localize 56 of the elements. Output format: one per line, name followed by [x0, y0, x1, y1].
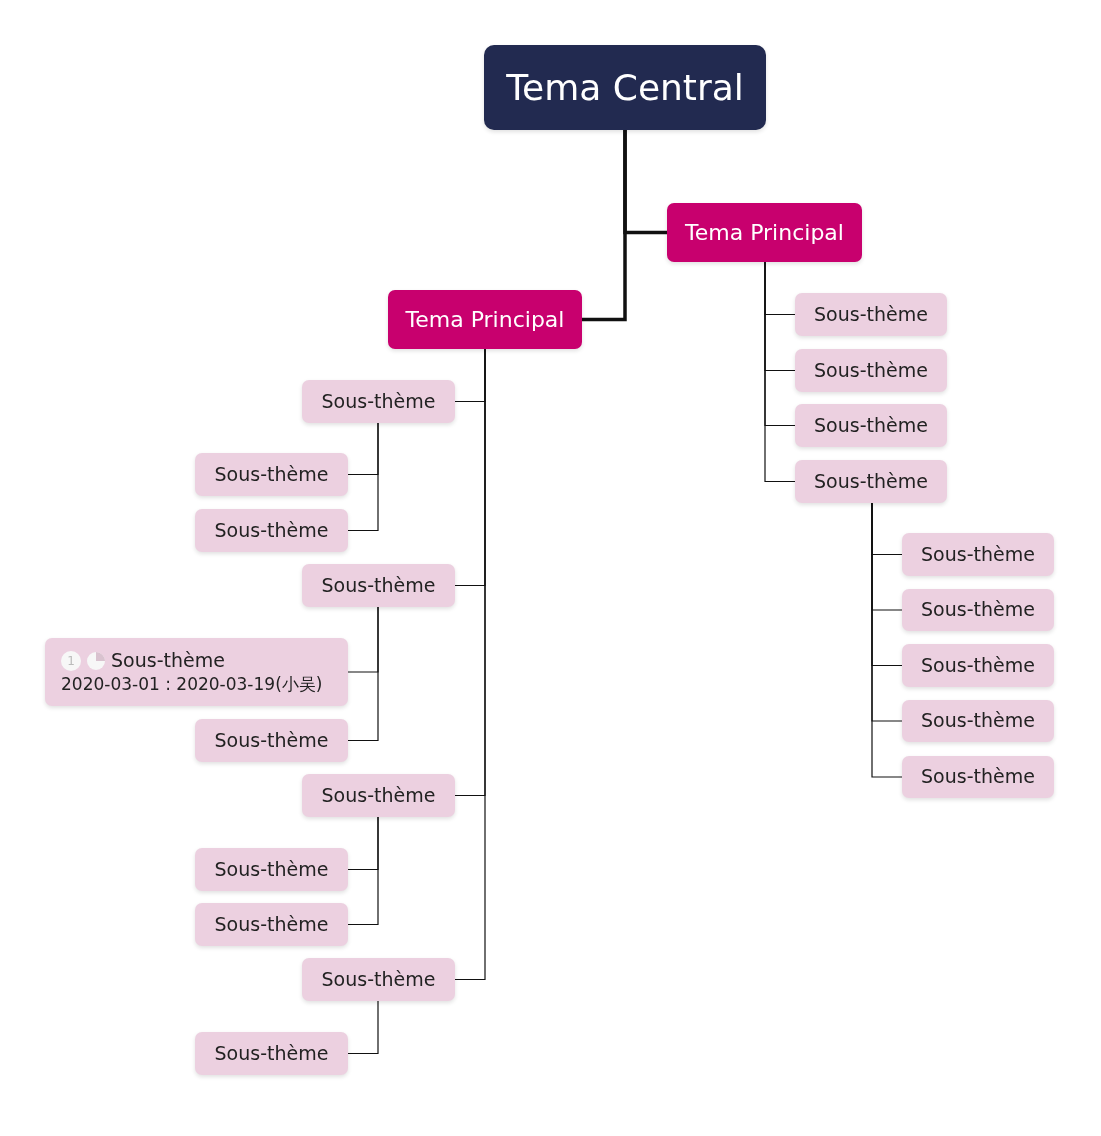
connector-line — [347, 422, 379, 532]
main-topic-box — [667, 203, 862, 262]
topic-text: Tema Principal — [685, 218, 844, 247]
subtopic-box — [795, 460, 947, 503]
topic-text: Sous-thème — [111, 649, 225, 673]
subtopic-box — [195, 509, 348, 552]
subtopic-box — [195, 848, 348, 891]
connector-line — [582, 130, 627, 322]
topic-text: Sous-thème — [214, 857, 329, 882]
topic-text: Sous-thème — [214, 728, 329, 753]
connector-line — [347, 816, 379, 926]
topic-text: Sous-thème — [921, 709, 1035, 733]
topic-text: Sous-thème — [921, 598, 1035, 622]
topic-text: Sous-thème — [321, 783, 436, 808]
main-topic-box — [388, 290, 582, 349]
subtopic-box — [195, 1032, 348, 1075]
topic-text: Sous-thème — [814, 302, 928, 327]
subtopic-box — [302, 774, 455, 817]
topic-text: Sous-thème — [214, 518, 329, 543]
subtopic-box — [902, 700, 1054, 742]
subtopic-box — [195, 453, 348, 496]
topic-text: Sous-thème — [921, 653, 1035, 678]
topic-text: Sous-thème — [921, 542, 1035, 567]
subtopic-box — [45, 638, 348, 706]
topic-text: Sous-thème — [321, 573, 436, 598]
subtopic-box — [902, 644, 1054, 687]
connector-line — [347, 1000, 379, 1055]
subtopic-box — [195, 719, 348, 762]
connector-line — [764, 261, 796, 483]
subtopic-box — [795, 404, 947, 447]
connector-line — [454, 348, 486, 981]
date-range-text: 2020-03-01 : 2020-03-19(小吴) — [61, 672, 323, 695]
topic-text: Sous-thème — [214, 912, 329, 937]
topic-text: Sous-thème — [321, 967, 436, 992]
topic-text: Sous-thème — [921, 765, 1035, 789]
topic-text: Tema Central — [506, 66, 744, 110]
priority-badge: 1 — [61, 650, 81, 671]
subtopic-box — [795, 349, 947, 392]
topic-text: Sous-thème — [321, 389, 436, 414]
connector-line — [347, 606, 379, 742]
topic-text: Sous-thème — [814, 413, 928, 438]
topic-text: Tema Principal — [405, 305, 565, 334]
topic-text: Sous-thème — [814, 469, 928, 494]
subtopic-box — [902, 589, 1054, 631]
topic-text: Sous-thème — [814, 358, 928, 383]
subtopic-box — [195, 903, 348, 946]
topic-text: Sous-thème — [214, 462, 329, 487]
subtopic-box — [795, 293, 947, 336]
subtopic-box — [302, 380, 455, 423]
topic-text: Sous-thème — [214, 1041, 329, 1066]
subtopic-box — [902, 533, 1054, 576]
subtopic-box — [302, 958, 455, 1001]
subtopic-box — [302, 564, 455, 607]
subtopic-box — [902, 756, 1054, 798]
connector-line — [871, 502, 903, 778]
central-topic-box — [484, 45, 766, 130]
